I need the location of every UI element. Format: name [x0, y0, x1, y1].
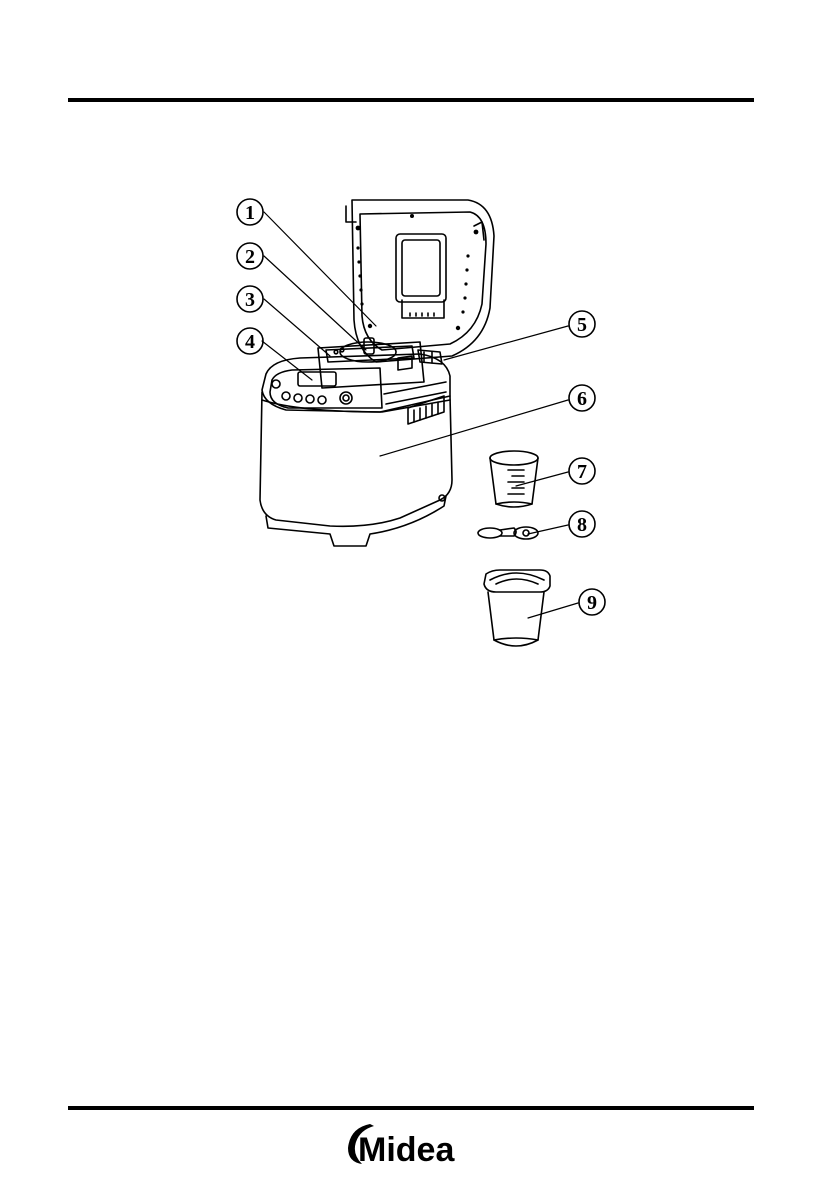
svg-text:5: 5 — [577, 314, 587, 336]
callout-8: 8 — [569, 511, 595, 537]
callout-3: 3 — [237, 286, 263, 312]
svg-text:3: 3 — [245, 289, 255, 311]
svg-text:6: 6 — [577, 388, 587, 410]
bread-maker-parts-diagram: 1 2 3 4 5 6 7 8 9 — [0, 0, 822, 700]
container-illustration — [484, 570, 550, 646]
callout-1: 1 — [237, 199, 263, 225]
footer-rule — [68, 1106, 754, 1110]
svg-text:8: 8 — [577, 514, 587, 536]
callout-5: 5 — [569, 311, 595, 337]
svg-text:1: 1 — [245, 202, 255, 224]
callout-7: 7 — [569, 458, 595, 484]
bread-pan-illustration — [318, 338, 424, 388]
svg-text:7: 7 — [577, 461, 587, 483]
svg-text:9: 9 — [587, 592, 597, 614]
callout-2: 2 — [237, 243, 263, 269]
svg-text:2: 2 — [245, 246, 255, 268]
callout-9: 9 — [579, 589, 605, 615]
measuring-cup-illustration — [490, 451, 538, 507]
logo-wordmark: Midea — [358, 1131, 455, 1169]
svg-text:4: 4 — [245, 331, 255, 353]
measuring-spoon-illustration — [478, 527, 538, 539]
callout-6: 6 — [569, 385, 595, 411]
midea-logo: Midea — [340, 1114, 480, 1170]
callout-4: 4 — [237, 328, 263, 354]
